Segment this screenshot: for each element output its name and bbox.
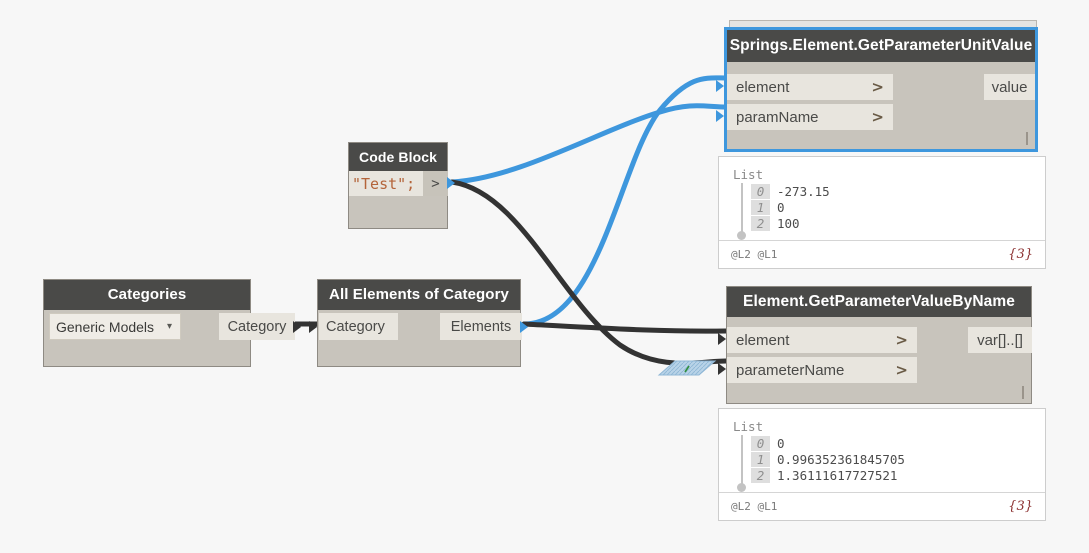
all-elements-output-port-elements[interactable]: Elements bbox=[440, 313, 522, 340]
chevron-right-icon: > bbox=[871, 78, 884, 96]
code-block-editor[interactable]: "Test"; bbox=[349, 171, 423, 196]
node-categories-body: Generic Models ▾ Category bbox=[44, 310, 301, 366]
node-code-block-body: "Test"; > bbox=[349, 171, 455, 228]
springs-paramname-input-connector[interactable] bbox=[716, 110, 724, 122]
preview-springs-output[interactable]: List 0 -273.15 1 0 2 100 @L2 @L1 {3} bbox=[718, 156, 1046, 269]
getparam-resize-handle[interactable] bbox=[1022, 386, 1024, 399]
list-item-index: 1 bbox=[751, 200, 770, 215]
node-element-get-parameter-value-by-name[interactable]: Element.GetParameterValueByName element … bbox=[718, 286, 1032, 404]
list-item-value: -273.15 bbox=[777, 184, 830, 199]
preview-springs-spine-dot bbox=[737, 231, 746, 240]
springs-resize-handle[interactable] bbox=[1026, 132, 1028, 145]
list-item-index: 2 bbox=[751, 216, 770, 231]
all-elements-output-label: Elements bbox=[450, 318, 512, 335]
categories-dropdown-value: Generic Models bbox=[56, 318, 155, 335]
preview-springs-footer: @L2 @L1 {3} bbox=[719, 240, 1045, 268]
node-categories[interactable]: Categories Generic Models ▾ Category bbox=[43, 279, 301, 367]
categories-output-port-category[interactable]: Category bbox=[219, 313, 295, 340]
getparam-parametername-input-connector[interactable] bbox=[718, 363, 726, 375]
lacing-label: @L2 @L1 bbox=[731, 248, 778, 261]
code-block-output-marker: > bbox=[431, 175, 440, 192]
springs-element-input-connector[interactable] bbox=[716, 80, 724, 92]
code-block-code-text: "Test"; bbox=[352, 174, 416, 193]
node-springs-body: element > paramName > value bbox=[716, 62, 1035, 149]
springs-input-element-label: element bbox=[736, 78, 790, 96]
getparam-input-parametername-label: parameterName bbox=[736, 361, 845, 379]
preview-getparam-list-header: List bbox=[733, 419, 764, 434]
list-item: 0 -273.15 bbox=[751, 184, 1045, 199]
getparam-output-label: var[]..[] bbox=[977, 331, 1023, 349]
lacing-label: @L2 @L1 bbox=[731, 500, 778, 513]
getparam-input-port-element[interactable]: element > bbox=[727, 327, 917, 353]
list-item: 2 1.36111617727521 bbox=[751, 468, 1045, 483]
list-item: 1 0.996352361845705 bbox=[751, 452, 1045, 467]
getparam-input-element-label: element bbox=[736, 331, 790, 349]
preview-getparam-footer: @L2 @L1 {3} bbox=[719, 492, 1045, 520]
node-getparam-body: element > parameterName > var[]..[] bbox=[718, 317, 1032, 403]
preview-springs-spine bbox=[741, 183, 743, 235]
node-code-block[interactable]: Code Block "Test"; > bbox=[348, 142, 455, 229]
preview-getparam-spine-dot bbox=[737, 483, 746, 492]
code-block-output-connector[interactable] bbox=[447, 177, 455, 189]
node-springs-title: Springs.Element.GetParameterUnitValue bbox=[727, 30, 1035, 62]
getparam-input-port-parametername[interactable]: parameterName > bbox=[727, 357, 917, 383]
list-item-value: 0.996352361845705 bbox=[777, 452, 905, 467]
chevron-right-icon: > bbox=[895, 361, 908, 379]
springs-output-label: value bbox=[991, 78, 1028, 96]
preview-getparam-spine bbox=[741, 435, 743, 487]
preview-springs-list-header: List bbox=[733, 167, 764, 182]
list-item: 2 100 bbox=[751, 216, 1045, 231]
springs-input-paramname-label: paramName bbox=[736, 108, 819, 126]
list-item: 1 0 bbox=[751, 200, 1045, 215]
node-all-elements-body: Category Elements bbox=[309, 310, 528, 366]
preview-getparam-list: List 0 0 1 0.996352361845705 2 1.3611161… bbox=[719, 409, 1045, 492]
preview-springs-list: List 0 -273.15 1 0 2 100 bbox=[719, 157, 1045, 240]
node-categories-title: Categories bbox=[44, 280, 250, 310]
node-getparam-title: Element.GetParameterValueByName bbox=[727, 287, 1031, 317]
list-item-value: 0 bbox=[777, 200, 785, 215]
getparam-output-port-var[interactable]: var[]..[] bbox=[968, 327, 1032, 353]
categories-dropdown[interactable]: Generic Models ▾ bbox=[49, 313, 181, 340]
node-code-block-title: Code Block bbox=[349, 143, 447, 171]
springs-output-port-value[interactable]: value bbox=[984, 74, 1035, 100]
categories-output-label: Category bbox=[227, 318, 287, 335]
list-item-index: 2 bbox=[751, 468, 770, 483]
chevron-right-icon: > bbox=[871, 108, 884, 126]
springs-input-port-paramname[interactable]: paramName > bbox=[727, 104, 893, 130]
all-elements-input-label: Category bbox=[326, 318, 385, 335]
code-block-output-port[interactable]: > bbox=[423, 171, 448, 196]
list-item-index: 0 bbox=[751, 436, 770, 451]
list-count-badge: {3} bbox=[1008, 247, 1033, 262]
wire-elements-to-getparam-element bbox=[521, 321, 729, 334]
wire-codeblock-to-springs-paramname bbox=[449, 103, 729, 185]
node-all-elements-title: All Elements of Category bbox=[318, 280, 520, 310]
getparam-element-input-connector[interactable] bbox=[718, 333, 726, 345]
wire-elements-to-springs-element bbox=[521, 75, 729, 327]
all-elements-input-port-category[interactable]: Category bbox=[319, 313, 398, 340]
list-item-index: 1 bbox=[751, 452, 770, 467]
list-item-index: 0 bbox=[751, 184, 770, 199]
list-item-value: 0 bbox=[777, 436, 785, 451]
categories-output-connector[interactable] bbox=[293, 321, 301, 333]
geometry-preview-sliver bbox=[657, 360, 717, 376]
preview-getparam-output[interactable]: List 0 0 1 0.996352361845705 2 1.3611161… bbox=[718, 408, 1046, 521]
list-item-value: 100 bbox=[777, 216, 800, 231]
chevron-down-icon: ▾ bbox=[166, 321, 172, 332]
all-elements-output-connector[interactable] bbox=[520, 321, 528, 333]
list-item-value: 1.36111617727521 bbox=[777, 468, 898, 483]
node-springs-get-parameter-unit-value[interactable]: Springs.Element.GetParameterUnitValue el… bbox=[716, 27, 1038, 152]
list-item: 0 0 bbox=[751, 436, 1045, 451]
chevron-right-icon: > bbox=[895, 331, 908, 349]
all-elements-input-connector[interactable] bbox=[309, 321, 317, 333]
springs-input-port-element[interactable]: element > bbox=[727, 74, 893, 100]
node-all-elements-of-category[interactable]: All Elements of Category Category Elemen… bbox=[309, 279, 528, 367]
list-count-badge: {3} bbox=[1008, 499, 1033, 514]
